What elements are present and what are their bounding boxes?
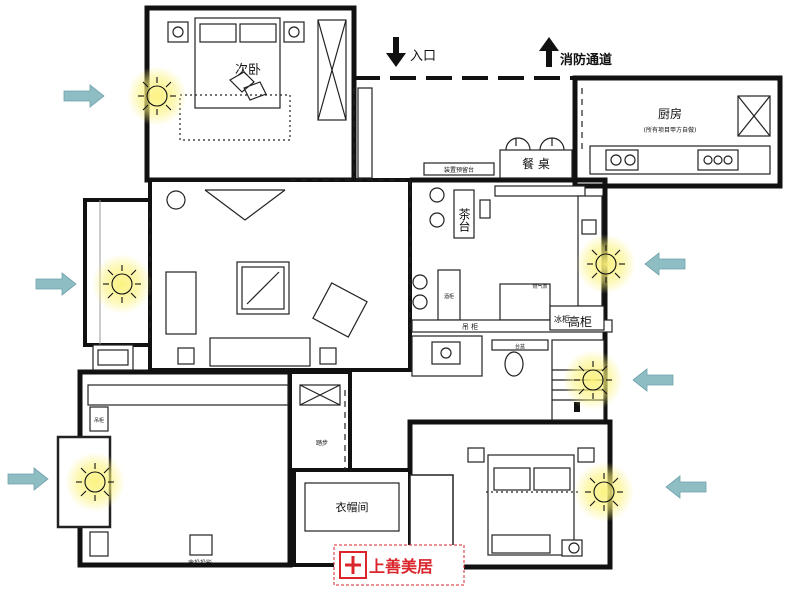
- entrance-marker: 入口: [386, 37, 436, 67]
- sun-icon: [573, 461, 635, 523]
- dining-area: 餐 桌 装置预留台: [423, 137, 573, 179]
- tall-cabinet-label: 高柜: [568, 314, 592, 329]
- sun-icon: [575, 233, 637, 295]
- arrow-up-icon: [539, 37, 559, 67]
- sofa: [209, 337, 311, 367]
- sun-icon: [64, 451, 126, 513]
- projector: [189, 534, 213, 556]
- logo-text: 上善美居: [369, 557, 433, 576]
- nightstand: [577, 447, 595, 463]
- toilet: [504, 351, 524, 377]
- nightstand: [283, 21, 305, 43]
- living-room: [92, 189, 368, 371]
- tea-table: [453, 189, 475, 239]
- entrance-label: 入口: [410, 49, 436, 64]
- tea-table-area: 茶台: [429, 187, 491, 239]
- top-cabinet-label: 装置预留台: [444, 166, 474, 174]
- service-area: 酒柜 燃气表 吊 柜 冰柜 高柜: [411, 185, 613, 333]
- logo-mark: [339, 551, 367, 579]
- sink-counter-label: 台盆: [515, 343, 525, 350]
- arrow-down-icon: [386, 37, 406, 67]
- light-arrow-icon: [665, 475, 707, 499]
- sun-icon: [91, 253, 153, 315]
- wine-cabinet-label: 酒柜: [444, 293, 454, 300]
- sun-icon: [126, 65, 188, 127]
- dining-table-label: 餐 桌: [522, 156, 550, 171]
- back-projection-label: 背投投影: [188, 559, 212, 567]
- basin: [431, 341, 461, 365]
- stove: [697, 149, 739, 171]
- kitchen: 厨房 (所有项目甲方自做): [589, 95, 771, 175]
- sun-icon: [562, 349, 624, 411]
- gas-meter-label: 燃气表: [532, 283, 547, 290]
- master-bedroom: [467, 447, 595, 557]
- cloakroom: 衣帽间: [304, 482, 400, 532]
- fire-exit-marker: 消防通道: [539, 37, 612, 68]
- nightstand: [467, 447, 485, 463]
- lounge-chair: [312, 282, 368, 338]
- cloakroom-label: 衣帽间: [336, 500, 369, 514]
- ice-cabinet-label: 冰柜: [554, 314, 570, 324]
- second-bedroom-label: 次卧: [235, 62, 261, 78]
- step-label: 踏步: [316, 439, 328, 447]
- light-arrow-icon: [63, 84, 105, 108]
- dining-table: [499, 149, 573, 179]
- brand-logo: 上善美居: [333, 544, 465, 586]
- upper-cabinet-label: 吊 柜: [462, 322, 478, 331]
- armchair: [165, 271, 197, 335]
- light-arrow-icon: [632, 368, 674, 392]
- light-arrow-icon: [7, 467, 49, 491]
- kitchen-label: 厨房: [658, 106, 682, 121]
- second-bedroom: 次卧: [167, 17, 347, 141]
- nightstand: [167, 21, 189, 43]
- cabinet-row: [87, 384, 289, 406]
- openings: [149, 88, 583, 470]
- media-room: 吊柜 背投投影 踏步: [87, 384, 341, 567]
- light-arrow-icon: [644, 252, 686, 276]
- tea-table-label: 茶台: [457, 207, 471, 232]
- fire-exit-label: 消防通道: [560, 52, 612, 68]
- kitchen-note: (所有项目甲方自做): [644, 126, 697, 134]
- light-arrow-icon: [35, 272, 77, 296]
- hanging-cabinet-label: 吊柜: [94, 417, 104, 424]
